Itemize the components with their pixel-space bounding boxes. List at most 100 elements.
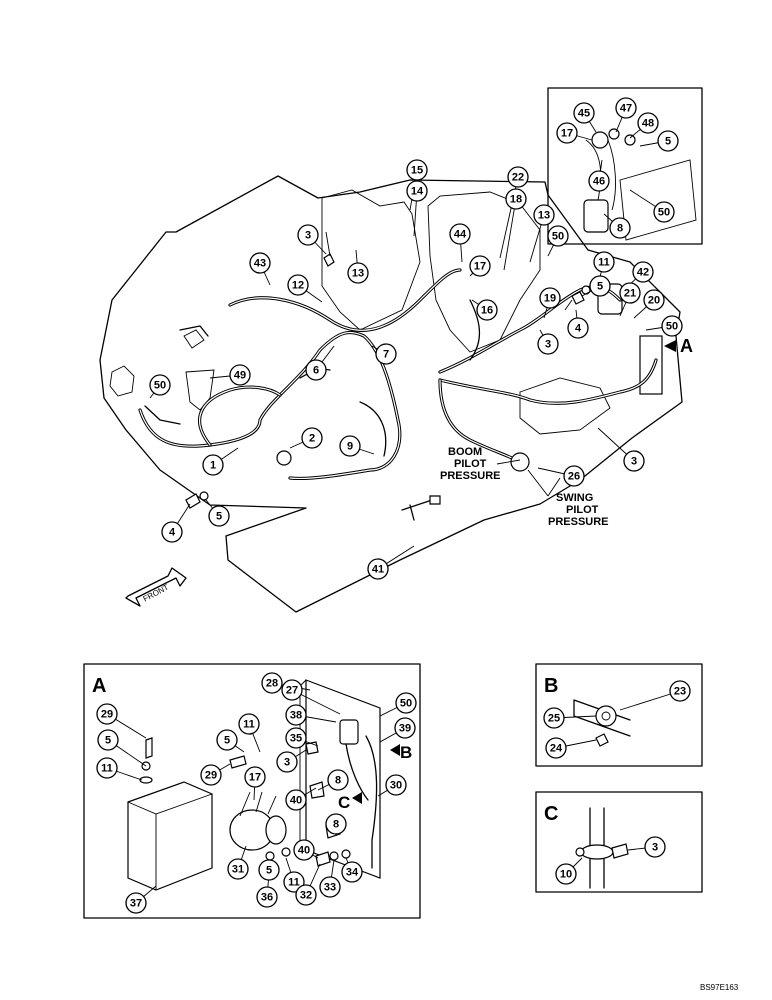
detail-c: C <box>535 791 703 893</box>
swing-pilot-pressure-label: SWING PILOT PRESSURE <box>548 492 609 528</box>
callout-number: 7 <box>375 343 397 365</box>
callout-number: 13 <box>533 204 555 226</box>
inset-frame <box>547 87 703 245</box>
svg-text:PILOT: PILOT <box>566 504 599 516</box>
callout-text: 49 <box>234 370 246 382</box>
callout-text: 35 <box>290 733 302 745</box>
callout-circle <box>305 359 327 381</box>
callout-text: 16 <box>481 305 493 317</box>
callout-circle <box>657 130 679 152</box>
callout-circle <box>238 713 260 735</box>
callout-text: 28 <box>266 678 278 690</box>
callout-text: 27 <box>286 685 298 697</box>
callout-text: 13 <box>352 268 364 280</box>
callout-circle <box>301 427 323 449</box>
callout-number: 10 <box>555 863 577 885</box>
callout-text: 5 <box>597 281 603 293</box>
callout-circle <box>341 861 363 883</box>
callout-number: 8 <box>325 813 347 835</box>
pressure-sensor <box>510 452 530 472</box>
callout-number: 44 <box>449 223 471 245</box>
callout-circle <box>125 892 147 914</box>
callout-number: 5 <box>208 505 230 527</box>
callout-text: 11 <box>288 877 300 889</box>
callout-text: 41 <box>372 564 384 576</box>
callout-circle <box>644 836 666 858</box>
callout-circle <box>319 876 341 898</box>
callout-number: 31 <box>227 858 249 880</box>
callout-text: 20 <box>648 295 660 307</box>
callout-number: 43 <box>249 252 271 274</box>
callout-number: 20 <box>643 289 665 311</box>
callout-circle <box>161 521 183 543</box>
callout-circle <box>96 703 118 725</box>
callout-circle <box>216 729 238 751</box>
callout-circle <box>609 217 631 239</box>
callout-circle <box>637 112 659 134</box>
callout-text: 4 <box>575 323 582 335</box>
callout-circle <box>367 558 389 580</box>
callout-text: 45 <box>578 108 590 120</box>
callout-number: 19 <box>539 287 561 309</box>
callout-text: 50 <box>666 321 678 333</box>
callout-circle <box>97 729 119 751</box>
callout-circle <box>285 704 307 726</box>
callout-text: 31 <box>232 864 244 876</box>
callout-text: 6 <box>313 365 319 377</box>
callout-circle <box>653 201 675 223</box>
callout-circle <box>208 505 230 527</box>
svg-text:PRESSURE: PRESSURE <box>548 516 609 528</box>
callout-number: 50 <box>395 692 417 714</box>
callout-circle <box>669 680 691 702</box>
callout-text: 26 <box>568 471 580 483</box>
callout-number: 8 <box>327 769 349 791</box>
callout-text: 3 <box>545 339 551 351</box>
callout-circle <box>285 727 307 749</box>
detail-a-frame <box>83 663 421 919</box>
callout-number: 30 <box>385 774 407 796</box>
callout-number: 3 <box>623 450 645 472</box>
callout-number: 5 <box>258 859 280 881</box>
callout-number: 4 <box>161 521 183 543</box>
callout-text: 1 <box>210 460 216 472</box>
callout-circle <box>200 764 222 786</box>
callout-text: 17 <box>561 128 573 140</box>
callout-text: 14 <box>411 186 424 198</box>
engine-block <box>321 189 421 331</box>
callout-number: 3 <box>297 224 319 246</box>
callout-number: 9 <box>339 435 361 457</box>
callout-circle <box>563 465 585 487</box>
callout-number: 17 <box>556 122 578 144</box>
svg-text:PILOT: PILOT <box>454 458 487 470</box>
pointer-c-label: C <box>338 793 350 812</box>
callout-number: 32 <box>295 884 317 906</box>
solenoid-valve <box>639 335 663 395</box>
callout-text: 15 <box>411 165 423 177</box>
callout-text: 3 <box>284 757 290 769</box>
svg-text:FRONT: FRONT <box>142 583 171 604</box>
callout-number: 3 <box>276 751 298 773</box>
callout-circle <box>593 251 615 273</box>
detail-b: B <box>535 663 703 767</box>
callout-number: 23 <box>669 680 691 702</box>
callout-number: 50 <box>653 201 675 223</box>
callout-number: 14 <box>406 180 428 202</box>
callout-circle <box>96 757 118 779</box>
callout-circle <box>573 102 595 124</box>
machine-frame-outline <box>99 175 683 613</box>
front-arrow: FRONT <box>125 567 187 607</box>
callout-number: 46 <box>588 170 610 192</box>
callout-number: 4 <box>567 317 589 339</box>
callout-text: 22 <box>512 172 524 184</box>
callout-circle <box>325 813 347 835</box>
pointer-b-label: B <box>400 743 412 762</box>
callout-number: 3 <box>644 836 666 858</box>
callout-circle <box>327 769 349 791</box>
callout-number: 37 <box>125 892 147 914</box>
callout-text: 47 <box>620 103 632 115</box>
callout-number: 41 <box>367 558 389 580</box>
callout-circle <box>507 166 529 188</box>
callout-text: 17 <box>249 772 261 784</box>
callout-number: 2 <box>301 427 323 449</box>
callout-text: 46 <box>593 176 605 188</box>
